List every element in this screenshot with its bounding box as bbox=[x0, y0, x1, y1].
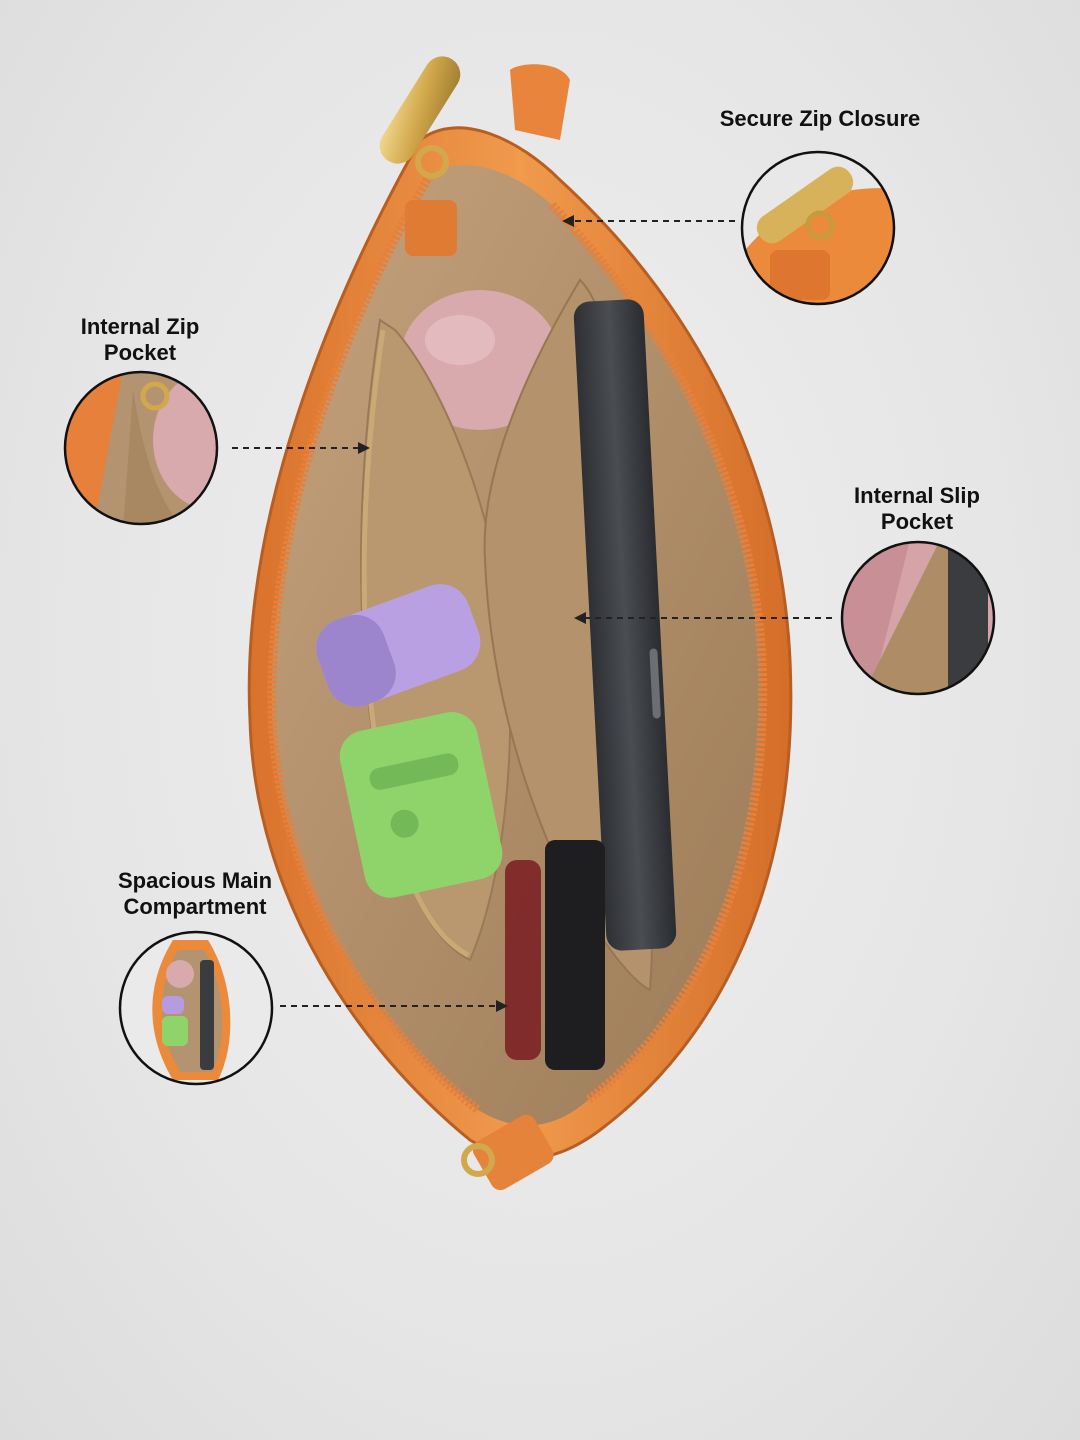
arrow-internal-slip-head bbox=[574, 612, 586, 624]
bottom-d-ring bbox=[461, 1143, 495, 1177]
label-main-compartment: Spacious Main Compartment bbox=[117, 868, 273, 919]
zip-pull bbox=[379, 56, 461, 164]
label-internal-zip-pocket: Internal Zip Pocket bbox=[80, 314, 200, 365]
zoom-circle-icon bbox=[740, 150, 896, 306]
pink-item-highlight bbox=[425, 315, 495, 365]
zipper-tape-right bbox=[548, 201, 768, 1104]
zoom-circle-icon bbox=[63, 370, 219, 526]
green-case bbox=[339, 712, 503, 898]
arrows-layer bbox=[232, 215, 832, 1012]
arrow-secure-zip-head bbox=[562, 215, 574, 227]
callout-internal-zip bbox=[63, 370, 219, 526]
arrow-internal-zip-head bbox=[358, 442, 370, 454]
zip-end-tab-top bbox=[405, 200, 457, 256]
zip-end-tab-bottom bbox=[472, 1114, 554, 1191]
label-internal-slip-pocket: Internal Slip Pocket bbox=[854, 483, 980, 534]
zoom-circle-icon bbox=[118, 930, 274, 1086]
phone-side-button bbox=[649, 648, 661, 719]
internal-zip-pocket-zipper bbox=[361, 329, 470, 958]
callout-main-compartment bbox=[118, 930, 274, 1086]
lip-gloss bbox=[505, 860, 541, 1060]
callout-secure-zip bbox=[740, 150, 896, 306]
arrow-main-compartment-head bbox=[496, 1000, 508, 1012]
strap-top bbox=[510, 64, 570, 140]
callout-internal-slip bbox=[840, 540, 996, 696]
label-secure-zip-closure: Secure Zip Closure bbox=[719, 106, 921, 131]
lip-balm bbox=[316, 584, 481, 707]
lipstick bbox=[545, 840, 605, 1070]
zip-slider-ring bbox=[415, 145, 449, 179]
zoom-circle-icon bbox=[840, 540, 996, 696]
smartphone bbox=[573, 299, 677, 951]
